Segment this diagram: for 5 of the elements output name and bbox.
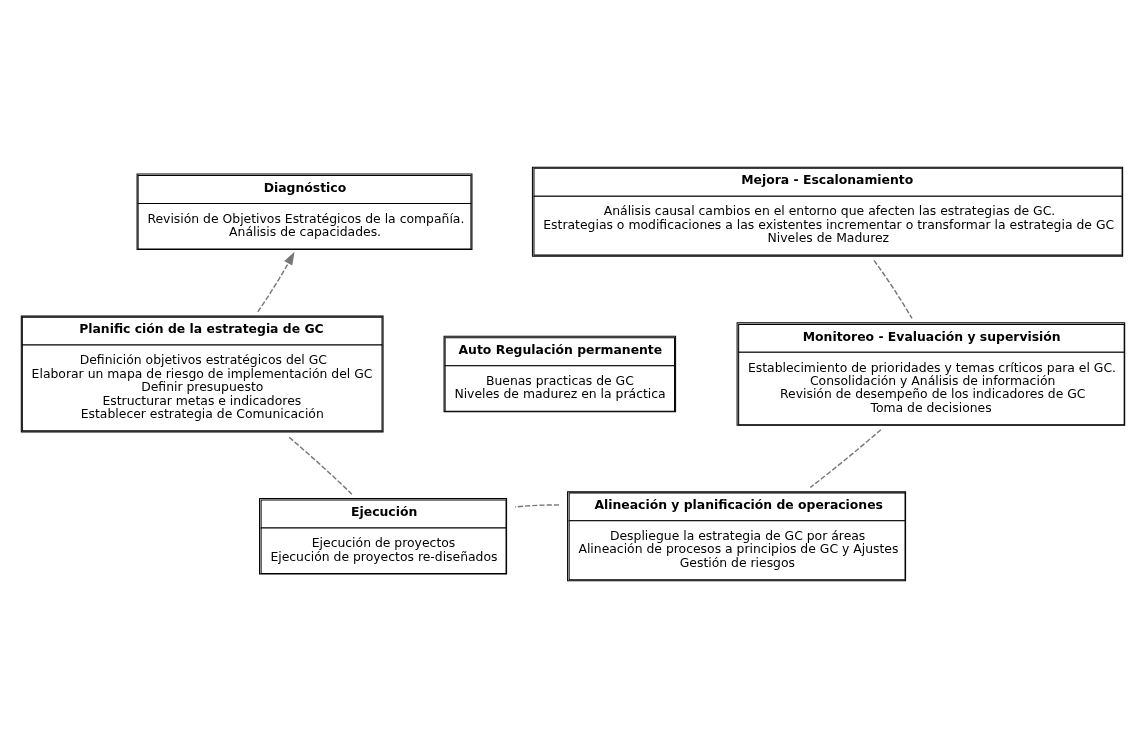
arrow — [257, 251, 295, 313]
connector — [809, 428, 882, 488]
connector — [873, 259, 913, 319]
connector — [514, 503, 560, 508]
connector — [286, 434, 353, 495]
